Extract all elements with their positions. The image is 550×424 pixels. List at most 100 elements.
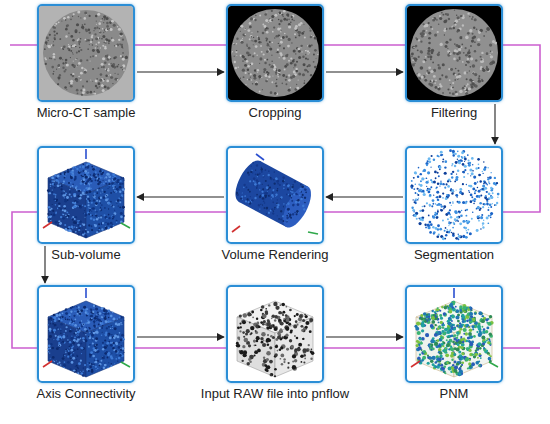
speckle (266, 191, 269, 194)
speckle (492, 192, 494, 194)
speckle (437, 199, 439, 201)
speckle (301, 193, 304, 196)
speckle (262, 204, 264, 206)
speckle (99, 229, 100, 230)
speckle (277, 188, 279, 190)
speckle (439, 17, 442, 20)
speckle (59, 57, 62, 60)
speckle (108, 217, 110, 219)
speckle (97, 231, 99, 233)
speckle (248, 52, 250, 54)
speckle (122, 58, 125, 61)
speckle (450, 86, 453, 89)
speckle (82, 24, 84, 26)
speckle (75, 186, 77, 188)
speckle (86, 91, 89, 94)
speckle (467, 173, 468, 174)
speckle (434, 71, 436, 73)
speckle (428, 215, 430, 217)
speckle (258, 38, 260, 40)
speckle (57, 208, 59, 210)
speckle (454, 9, 455, 10)
speckle (444, 28, 446, 30)
speckle (116, 202, 117, 203)
speckle (447, 88, 449, 90)
speckle (478, 75, 480, 77)
speckle (89, 175, 91, 177)
speckle (252, 162, 254, 164)
speckle (248, 79, 250, 81)
speckle (116, 220, 118, 222)
speckle (64, 177, 66, 179)
speckle (115, 191, 116, 192)
speckle (252, 55, 254, 57)
speckle (243, 183, 246, 186)
speckle (234, 61, 236, 63)
speckle (486, 52, 489, 55)
speckle (84, 213, 85, 214)
speckle (67, 24, 69, 26)
speckle (88, 213, 89, 214)
speckle (436, 235, 439, 238)
speckle (102, 35, 105, 38)
speckle (281, 83, 283, 85)
speckle (454, 74, 456, 76)
speckle (269, 41, 271, 43)
speckle (112, 83, 113, 84)
speckle (459, 36, 462, 39)
speckle (468, 164, 471, 167)
speckle (411, 206, 413, 208)
speckle (428, 37, 431, 40)
speckle (82, 232, 83, 233)
speckle (460, 37, 462, 39)
speckle (442, 154, 444, 156)
speckle (466, 230, 467, 231)
speckle (118, 197, 119, 198)
speckle (258, 181, 262, 185)
speckle (252, 177, 256, 181)
speckle (438, 23, 440, 25)
speckle (119, 183, 122, 186)
speckle (457, 220, 459, 222)
speckle (83, 17, 86, 20)
speckle (457, 70, 459, 72)
speckle (63, 214, 64, 215)
speckle (264, 59, 266, 61)
speckle (264, 198, 266, 200)
speckle (53, 193, 55, 195)
speckle (454, 218, 457, 221)
speckle (97, 67, 99, 69)
speckle (460, 15, 462, 17)
speckle (98, 22, 101, 25)
speckle (293, 180, 296, 183)
speckle (64, 224, 66, 226)
speckle (280, 31, 282, 33)
speckle (112, 20, 114, 22)
speckle (100, 209, 102, 211)
speckle (83, 163, 85, 165)
speckle (288, 89, 291, 92)
speckle (283, 57, 286, 60)
speckle (73, 54, 74, 55)
speckle (289, 211, 291, 213)
speckle (457, 45, 460, 48)
speckle (95, 210, 96, 211)
speckle (454, 43, 456, 45)
speckle (267, 191, 268, 192)
speckle (64, 173, 66, 175)
speckle (253, 37, 254, 38)
speckle (76, 189, 78, 191)
speckle (80, 72, 83, 75)
speckle (47, 216, 49, 218)
speckle (77, 231, 79, 233)
speckle (452, 171, 454, 173)
speckle (287, 202, 291, 206)
speckle (304, 202, 306, 204)
speckle (274, 37, 275, 38)
speckle (93, 219, 96, 222)
panel-image (407, 6, 501, 100)
speckle (240, 25, 243, 28)
speckle (273, 210, 275, 212)
speckle (262, 32, 265, 35)
speckle (304, 188, 306, 190)
